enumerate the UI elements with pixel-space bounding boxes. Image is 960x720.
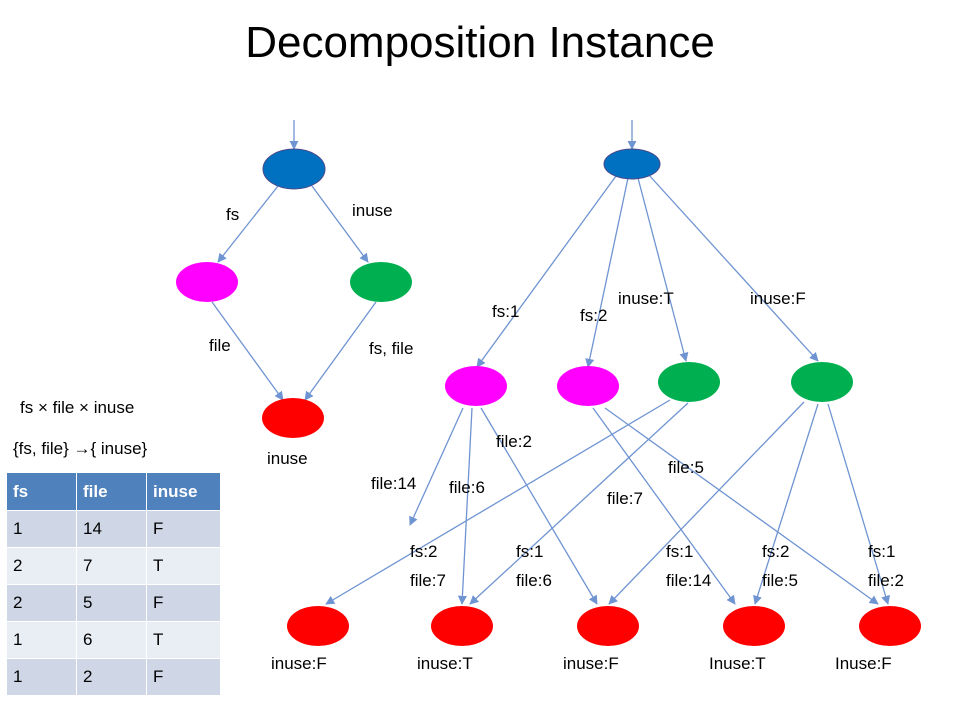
header-file: file: [76, 472, 147, 511]
edge-c-mid: [469, 402, 689, 605]
right-edges: [325, 120, 891, 605]
mid-label-4-fs: fs:2: [762, 542, 789, 561]
cell-file: 6: [76, 621, 147, 659]
cell-fs: 1: [6, 621, 77, 659]
table-row: 2 7 T: [6, 547, 221, 585]
right-fs2-node: [557, 366, 619, 406]
mid-label-3-file: file:14: [666, 571, 711, 590]
label-fs2: fs:2: [580, 306, 607, 325]
leaf-label-5: Inuse:F: [835, 654, 892, 673]
edge-d-c: [827, 403, 891, 605]
cell-inuse: F: [146, 510, 221, 548]
table-row: 1 6 T: [6, 621, 221, 659]
edge-c-left: [325, 399, 671, 605]
label-file5: file:5: [668, 458, 704, 477]
edge-fs-file: [304, 301, 377, 401]
relation-table: fs file inuse 1 14 F 2 7 T 2 5 F 1 6 T 1…: [6, 472, 221, 696]
edge-inuseT: [637, 177, 689, 362]
cell-file: 7: [76, 547, 147, 585]
mid-label-1-fs: fs:2: [410, 542, 437, 561]
edge-inuse: [311, 185, 369, 263]
header-fs: fs: [6, 472, 77, 511]
edge-d-b: [753, 403, 819, 605]
mid-label-4-file: file:5: [762, 571, 798, 590]
edge-fs: [217, 185, 279, 263]
formula-product: fs × file × inuse: [20, 398, 135, 417]
leaf-node-3: [577, 606, 639, 646]
label-fs-file: fs, file: [369, 339, 413, 358]
cell-fs: 2: [6, 547, 77, 585]
left-root-node: [262, 148, 326, 190]
page-title: Decomposition Instance: [245, 18, 715, 67]
label-file7: file:7: [607, 489, 643, 508]
table-row: 1 2 F: [6, 658, 221, 696]
leaf-node-5: [859, 606, 921, 646]
cell-fs: 2: [6, 584, 77, 622]
mid-label-3-fs: fs:1: [666, 542, 693, 561]
header-inuse: inuse: [146, 472, 221, 511]
mid-label-1-file: file:7: [410, 571, 446, 590]
right-inuseF-node: [791, 362, 853, 402]
cell-inuse: F: [146, 584, 221, 622]
edge-file: [211, 301, 284, 401]
left-fs-node: [176, 262, 238, 302]
mid-labels: fs:2 file:7 fs:1 file:6 fs:1 file:14 fs:…: [410, 542, 904, 590]
label-file6: file:6: [449, 478, 485, 497]
label-inuseT: inuse:T: [618, 289, 674, 308]
left-bottom-node: [262, 398, 324, 438]
left-edges: [211, 120, 377, 401]
label-file2: file:2: [496, 432, 532, 451]
label-fs: fs: [226, 205, 239, 224]
mid-label-5-file: file:2: [868, 571, 904, 590]
edge-b-file7: [592, 407, 736, 605]
edge-fs2: [585, 177, 629, 368]
cell-inuse: T: [146, 547, 221, 585]
edge-a-file2: [480, 407, 598, 605]
cell-fs: 1: [6, 658, 77, 696]
leaf-label-4: Inuse:T: [709, 654, 766, 673]
edge-fs1: [476, 175, 617, 368]
edge-d-a: [608, 401, 805, 605]
leaf-label-2: inuse:T: [417, 654, 473, 673]
label-inuse: inuse: [352, 201, 393, 220]
cell-inuse: F: [146, 658, 221, 696]
right-nodes: [287, 148, 921, 646]
edge-a-file6: [457, 407, 473, 605]
label-file14: file:14: [371, 474, 416, 493]
leaf-label-3: inuse:F: [563, 654, 619, 673]
leaf-node-4: [723, 606, 785, 646]
cell-inuse: T: [146, 621, 221, 659]
label-fs1: fs:1: [492, 302, 519, 321]
formula-dependency: {fs, file} →{ inuse}: [13, 439, 148, 458]
cell-file: 2: [76, 658, 147, 696]
cell-fs: 1: [6, 510, 77, 548]
right-inuseT-node: [658, 362, 720, 402]
label-inuseF: inuse:F: [750, 289, 806, 308]
label-file: file: [209, 336, 231, 355]
right-fs1-node: [445, 366, 507, 406]
leaf-node-1: [287, 606, 349, 646]
mid-label-2-file: file:6: [516, 571, 552, 590]
mid-label-2-fs: fs:1: [516, 542, 543, 561]
right-root-node: [603, 148, 661, 180]
leaf-labels: inuse:F inuse:T inuse:F Inuse:T Inuse:F: [271, 654, 892, 673]
edge-b-file5: [604, 407, 879, 605]
table-header-row: fs file inuse: [6, 472, 221, 511]
cell-file: 5: [76, 584, 147, 622]
left-inuse-node: [350, 262, 412, 302]
leaf-label-1: inuse:F: [271, 654, 327, 673]
table-row: 1 14 F: [6, 510, 221, 548]
leaf-node-2: [431, 606, 493, 646]
label-left-bottom: inuse: [267, 449, 308, 468]
edge-inuseF: [647, 173, 819, 362]
left-nodes: [176, 148, 412, 438]
table-row: 2 5 F: [6, 584, 221, 622]
edge-a-file14: [409, 407, 464, 526]
cell-file: 14: [76, 510, 147, 548]
mid-label-5-fs: fs:1: [868, 542, 895, 561]
